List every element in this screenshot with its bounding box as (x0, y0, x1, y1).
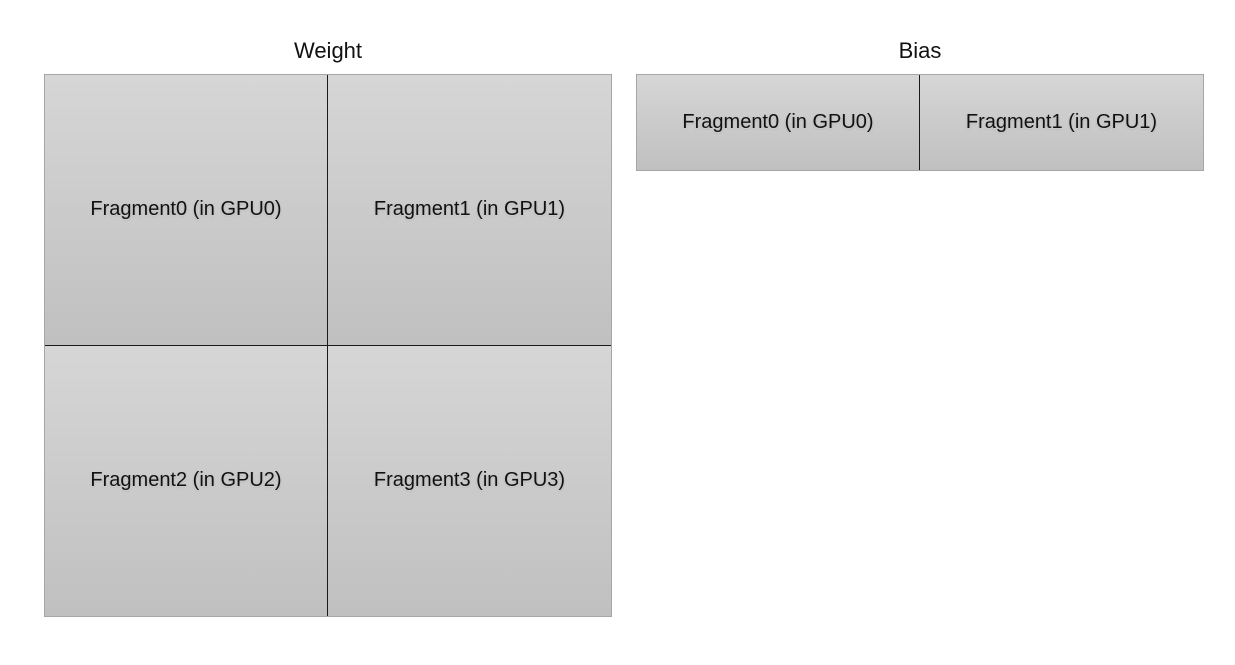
bias-fragment-1: Fragment1 (in GPU1) (920, 75, 1203, 170)
weight-grid: Fragment0 (in GPU0) Fragment1 (in GPU1) … (44, 74, 612, 617)
weight-fragment-1: Fragment1 (in GPU1) (328, 75, 611, 346)
weight-fragment-3: Fragment3 (in GPU3) (328, 345, 611, 616)
weight-title: Weight (293, 38, 363, 63)
weight-fragment-0: Fragment0 (in GPU0) (45, 75, 328, 346)
bias-grid: Fragment0 (in GPU0) Fragment1 (in GPU1) (636, 74, 1204, 171)
weight-fragment-2: Fragment2 (in GPU2) (45, 345, 328, 616)
bias-fragment-0: Fragment0 (in GPU0) (637, 75, 920, 170)
bias-title: Bias (898, 38, 942, 63)
